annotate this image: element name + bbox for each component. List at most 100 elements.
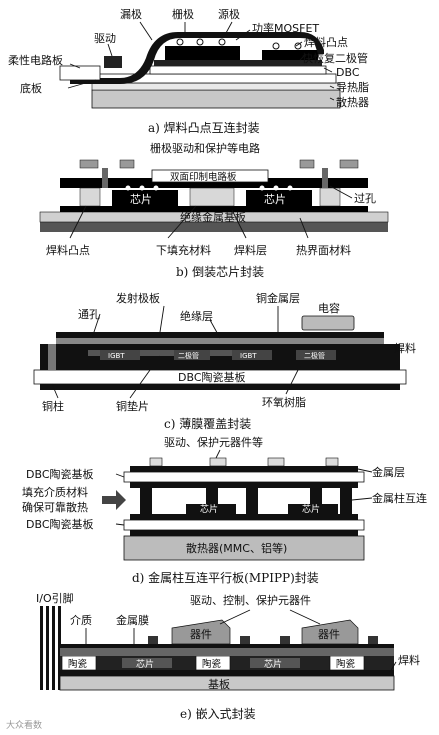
label-via: 过孔: [354, 192, 376, 205]
label-copper-pillar: 铜柱: [42, 399, 64, 413]
chip-left: [112, 190, 178, 206]
top-component: [149, 457, 163, 467]
label-chip-left: 芯片: [130, 192, 152, 206]
label-ceramic-3: 陶瓷: [336, 658, 356, 670]
label-metal-layer: 金属层: [372, 465, 405, 479]
label-chip-d-2: 芯片: [302, 503, 320, 515]
label-ceramic-2: 陶瓷: [202, 658, 222, 670]
caption-b: b) 倒装芯片封装: [176, 265, 264, 279]
copper-metal-layer: [56, 332, 384, 338]
io-pin: [52, 606, 55, 690]
top-component: [325, 457, 339, 467]
label-gate: 栅极: [172, 7, 194, 21]
underfill-right: [319, 187, 341, 207]
label-thermal-grease: 导热脂: [336, 80, 369, 94]
label-emitter: 发射极板: [116, 291, 160, 305]
chip-e-1: [122, 658, 172, 668]
small-component: [368, 636, 378, 644]
label-underfill: 下填充材料: [156, 243, 211, 257]
base-plate-b: [40, 222, 388, 232]
label-chip-right: 芯片: [264, 192, 286, 206]
label-heatsink-d: 散热器(MMC、铝等): [186, 541, 287, 555]
insulation-layer: [56, 338, 384, 344]
chip-d-2: [288, 504, 338, 514]
solder-bump: [153, 185, 159, 191]
heatsink-block: [91, 89, 341, 109]
label-tim: 热界面材料: [296, 243, 351, 257]
label-capacitor: 电容: [318, 301, 340, 315]
panel-a: 漏极 栅极 源极 功率MOSFET 驱动 焊料凸点 柔性电路板 快恢复二极管 D…: [8, 7, 369, 135]
solder-bump: [139, 185, 145, 191]
label-solder-layer: 焊料层: [234, 243, 267, 257]
label-top-circuits: 栅极驱动和保护等电路: [150, 141, 260, 155]
label-heatsink: 散热器: [336, 95, 369, 109]
diode-chip-1: [174, 350, 210, 360]
driver-component: [104, 56, 122, 68]
metal-film: [60, 644, 394, 648]
panel-d: 驱动、保护元器件等 DBC陶瓷基板 金属层 填充介质材料 确保可靠散热 金属柱互…: [22, 435, 427, 585]
dbc-top-copper-low: [130, 482, 358, 488]
dbc-top: [123, 471, 365, 483]
label-diode-2: 二极管: [304, 351, 325, 360]
label-chip-e-1: 芯片: [136, 658, 154, 670]
pcb-label-box: [151, 169, 269, 183]
panel-b: 栅极驱动和保护等电路 双面印制电路板 芯片 芯片 过孔 绝缘金属基板 焊料凸点 …: [39, 141, 389, 279]
label-baseplate: 底板: [20, 81, 42, 95]
label-flex-board: 柔性电路板: [8, 53, 63, 67]
solder-bump: [176, 38, 184, 46]
pcb-layer: [60, 178, 368, 188]
label-chip-e-2: 芯片: [264, 658, 282, 670]
label-dbc: DBC陶瓷基板: [178, 370, 246, 384]
label-copper-shim: 铜垫片: [116, 399, 149, 413]
chip-e-2: [250, 658, 300, 668]
flex-board-end: [59, 65, 101, 81]
label-io: I/O引脚: [36, 591, 74, 605]
small-component: [240, 636, 250, 644]
label-solder: 焊料: [394, 341, 416, 355]
bottom-copper: [40, 384, 400, 390]
metal-pillar: [206, 488, 218, 504]
caption-c: c) 薄膜覆盖封装: [164, 416, 251, 431]
label-ceramic-1: 陶瓷: [68, 658, 88, 670]
small-component: [148, 636, 158, 644]
label-substrate: 绝缘金属基板: [180, 210, 246, 224]
diode-chip-2: [296, 350, 336, 360]
solder-bump: [259, 185, 265, 191]
underfill-left: [79, 187, 101, 207]
label-chip-d-1: 芯片: [200, 503, 218, 515]
device-2: [301, 619, 359, 645]
dbc-copper: [154, 60, 322, 66]
label-metal-film: 金属膜: [116, 613, 149, 627]
label-diode-1: 二极管: [178, 351, 199, 360]
igbt-chip-1: [100, 350, 140, 360]
caption-e: e) 嵌入式封装: [180, 707, 256, 721]
underfill-mid: [189, 187, 235, 207]
top-component: [209, 457, 227, 467]
chip-d-1: [186, 504, 236, 514]
label-device-1: 器件: [190, 628, 212, 641]
top-component: [119, 159, 135, 169]
label-dielectric: 介质: [70, 614, 92, 627]
label-top-components: 驱动、保护元器件等: [164, 435, 263, 449]
label-driver: 驱动: [94, 32, 116, 45]
dbc-layer: [149, 65, 327, 75]
label-via: 通孔: [78, 308, 100, 321]
top-component: [299, 159, 315, 169]
dbc-bottom-copper: [130, 530, 358, 536]
io-pin: [58, 606, 61, 690]
label-solder-e: 焊料: [398, 653, 420, 667]
io-pin: [46, 606, 49, 690]
label-drain: 漏极: [120, 7, 142, 21]
capacitor: [301, 315, 355, 331]
label-dbc-top: DBC陶瓷基板: [26, 467, 94, 481]
label-solder-bump: 焊料凸点: [304, 35, 348, 49]
dbc-bottom: [123, 519, 365, 531]
small-component: [280, 636, 290, 644]
label-fill-2: 确保可靠散热: [22, 500, 88, 514]
label-base: 基板: [208, 677, 230, 691]
solder-bump: [272, 42, 280, 50]
label-source: 源极: [218, 7, 240, 21]
panel-e: 驱动、控制、保护元器件 I/O引脚 介质 金属膜 器件 器件 陶瓷 芯片 陶瓷 …: [36, 591, 420, 721]
device-1: [171, 619, 231, 645]
